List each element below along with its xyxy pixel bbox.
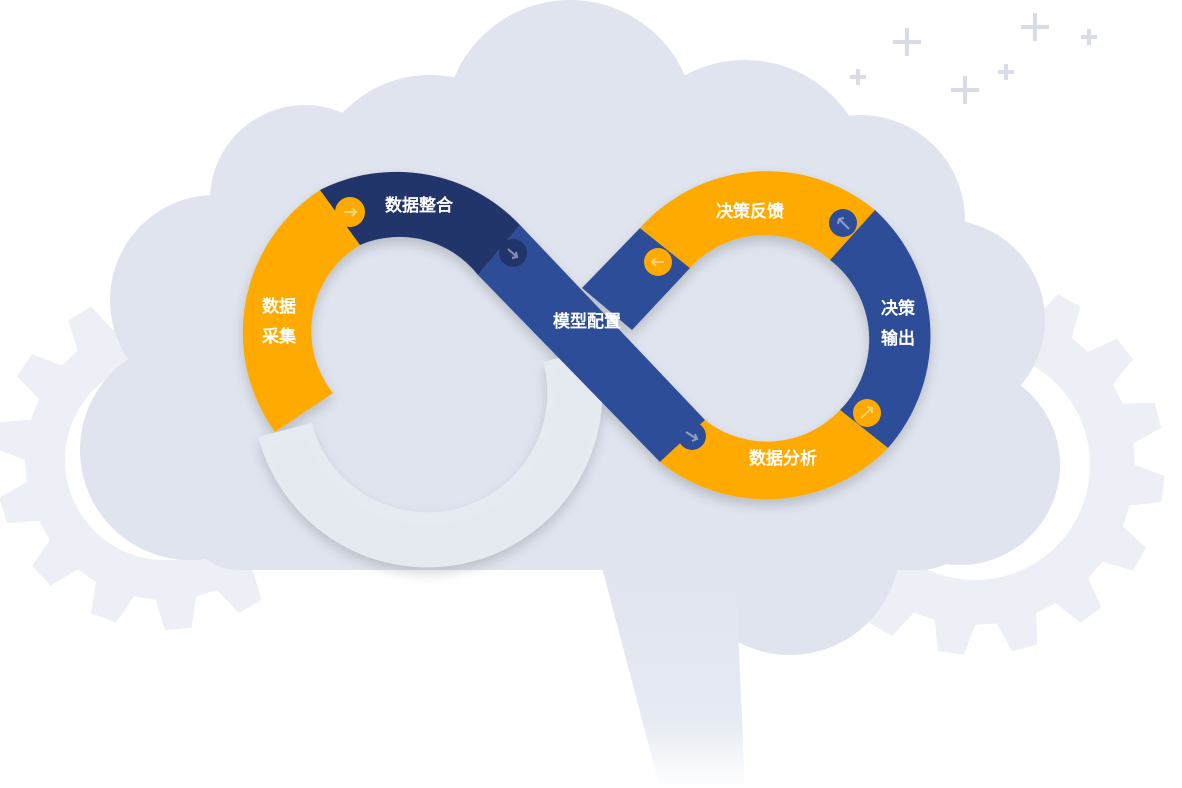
label-collect-line1: 数据 xyxy=(262,296,296,317)
label-feedback: 决策反馈 xyxy=(716,201,784,222)
segment-model xyxy=(478,225,705,462)
plus-icon xyxy=(951,76,979,104)
plus-icon xyxy=(850,69,866,85)
segment-integrate xyxy=(320,171,520,275)
segment-collect xyxy=(242,190,360,432)
plus-icon xyxy=(1081,29,1097,45)
label-collect-line2: 采集 xyxy=(261,326,297,347)
label-analyze: 数据分析 xyxy=(749,448,817,469)
arrow-right-icon xyxy=(344,207,873,442)
label-model: 模型配置 xyxy=(553,311,621,332)
infinity-loop: 数据 采集 数据整合 模型配置 数据分析 决策 输出 决策反馈 xyxy=(242,171,931,568)
plus-icon xyxy=(1021,13,1049,41)
segment-output xyxy=(830,210,931,448)
plus-icon xyxy=(893,28,921,56)
label-output-line1: 决策 xyxy=(881,298,916,319)
segment-analyze xyxy=(660,410,888,500)
label-output-line2: 输出 xyxy=(881,328,915,349)
plus-icon xyxy=(998,64,1014,80)
label-integrate: 数据整合 xyxy=(385,195,454,216)
segment-feedback xyxy=(640,171,875,268)
plus-icon xyxy=(850,13,1097,104)
